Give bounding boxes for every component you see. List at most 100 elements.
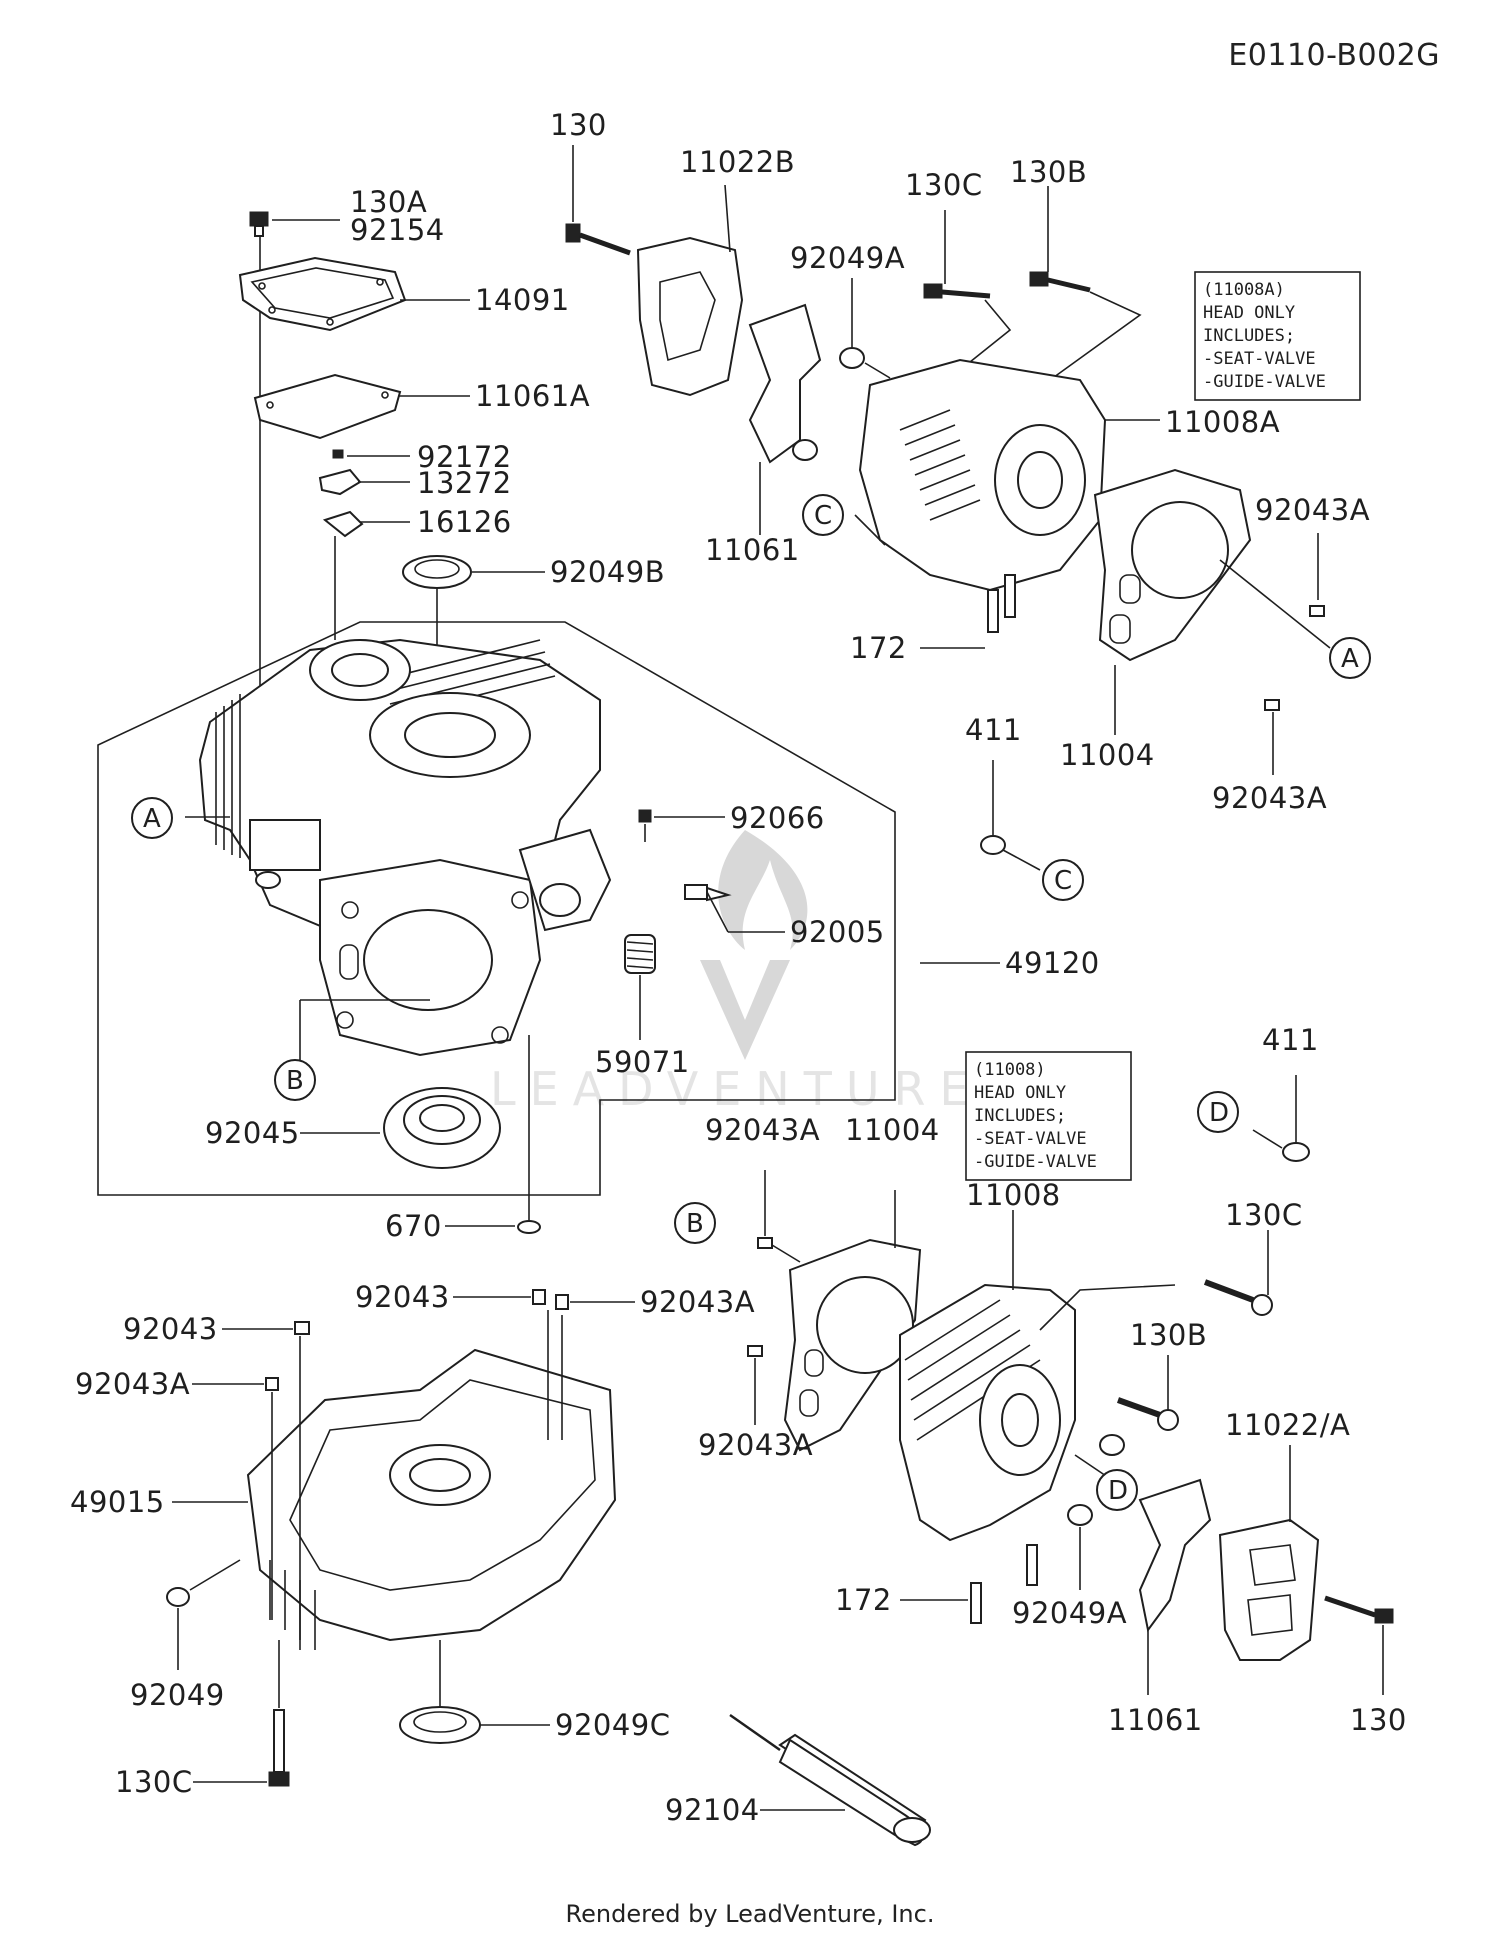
label-92049a-bot: 92049A	[1012, 1596, 1127, 1630]
label-92043-1: 92043	[355, 1280, 450, 1314]
label-16126: 16126	[417, 505, 512, 539]
label-130c-mid: 130C	[1225, 1198, 1303, 1232]
label-14091: 14091	[475, 283, 570, 317]
cylinder-head-11008a-group	[565, 145, 1361, 871]
callout-d-bot: D	[1096, 1469, 1138, 1511]
bolt-130a-icon	[249, 211, 269, 237]
label-92172: 92172	[417, 440, 512, 474]
label-92043a-r2: 92043A	[1212, 781, 1327, 815]
svg-text:(11008A): (11008A)	[1203, 280, 1285, 300]
washer-411-top-icon	[980, 835, 1006, 855]
washer-411-mid-icon	[1282, 1142, 1310, 1162]
rocker-cover-11022a-icon	[1218, 1518, 1320, 1661]
svg-text:-SEAT-VALVE: -SEAT-VALVE	[974, 1129, 1087, 1149]
label-130c-bot: 130C	[115, 1765, 193, 1799]
svg-text:INCLUDES;: INCLUDES;	[974, 1106, 1066, 1126]
label-92043a-m1: 92043A	[705, 1113, 820, 1147]
watermark-logo: LEADVENTURE	[490, 830, 983, 1116]
label-92049c: 92049C	[555, 1708, 671, 1742]
gasket-11061a-icon	[253, 373, 402, 440]
svg-text:B: B	[286, 1066, 304, 1096]
label-130-bot: 130	[1350, 1703, 1407, 1737]
plate-16126-icon	[322, 510, 364, 538]
label-670: 670	[385, 1209, 442, 1243]
callout-a-right: A	[1329, 637, 1371, 679]
breather-cover-group	[238, 211, 545, 720]
label-92043a-m4: 92043A	[698, 1428, 813, 1462]
label-11061-top: 11061	[705, 533, 800, 567]
svg-text:HEAD ONLY: HEAD ONLY	[974, 1083, 1066, 1103]
gasket-11061-top-icon	[748, 303, 822, 464]
bolt-130b-bot-icon	[1116, 1397, 1179, 1431]
label-130a: 130A	[350, 185, 427, 219]
callout-d-top: D	[1197, 1091, 1239, 1133]
callout-b-left: B	[274, 1059, 316, 1101]
bolt-130-bot-icon	[1324, 1595, 1394, 1624]
label-11008: 11008	[966, 1178, 1061, 1212]
label-92066: 92066	[730, 801, 825, 835]
plug-92066-icon	[638, 809, 652, 823]
svg-text:C: C	[814, 501, 832, 531]
label-130-top: 130	[550, 108, 607, 142]
svg-text:INCLUDES;: INCLUDES;	[1203, 326, 1295, 346]
svg-text:-SEAT-VALVE: -SEAT-VALVE	[1203, 349, 1316, 369]
gasket-11061-bot-icon	[1138, 1478, 1212, 1633]
label-11004-top: 11004	[1060, 738, 1155, 772]
svg-text:-GUIDE-VALVE: -GUIDE-VALVE	[974, 1152, 1097, 1172]
label-92005: 92005	[790, 915, 885, 949]
plate-13272-icon	[318, 468, 362, 496]
callout-a-left: A	[131, 797, 173, 839]
label-13272: 13272	[417, 466, 512, 500]
label-11061a: 11061A	[475, 379, 590, 413]
part-labels: 130 11022B 130A 92154 14091 11061A 92172…	[70, 108, 1407, 1827]
bolt-130c-bot-icon	[268, 1709, 290, 1787]
label-49120: 49120	[1005, 946, 1100, 980]
o-ring-670-icon	[517, 1220, 541, 1234]
svg-text:D: D	[1209, 1098, 1229, 1128]
label-172-top: 172	[850, 631, 907, 665]
svg-text:-GUIDE-VALVE: -GUIDE-VALVE	[1203, 372, 1326, 392]
label-130b-top: 130B	[1010, 155, 1087, 189]
label-130b-bot: 130B	[1130, 1318, 1207, 1352]
svg-text:D: D	[1108, 1476, 1128, 1506]
label-11004-bot: 11004	[845, 1113, 940, 1147]
crankcase-small-parts	[185, 809, 1000, 1234]
oil-pan-49015-group	[166, 1289, 635, 1787]
sealant-tube-92104-group	[729, 1713, 931, 1847]
crankcase-49120-group	[97, 621, 896, 1196]
svg-text:A: A	[143, 804, 161, 834]
plug-92049-icon	[166, 1587, 190, 1607]
watermark-text: LEADVENTURE	[490, 1062, 983, 1116]
diagram-reference-code: E0110-B002G	[1228, 38, 1440, 73]
callout-c-top: C	[802, 494, 844, 536]
label-92043a-m2: 92043A	[640, 1285, 755, 1319]
svg-text:HEAD ONLY: HEAD ONLY	[1203, 303, 1295, 323]
svg-text:B: B	[686, 1209, 704, 1239]
label-172-bot: 172	[835, 1583, 892, 1617]
label-92049a-top: 92049A	[790, 241, 905, 275]
note-box-11008	[965, 1051, 1132, 1181]
label-92049: 92049	[130, 1678, 225, 1712]
svg-text:A: A	[1341, 644, 1359, 674]
cylinder-head-11008-group	[747, 1051, 1394, 1695]
label-49015: 49015	[70, 1485, 165, 1519]
spring-59071-icon	[624, 934, 656, 974]
note-11008a-text: (11008A) HEAD ONLY INCLUDES; -SEAT-VALVE…	[1203, 280, 1326, 392]
label-92043a-m3: 92043A	[75, 1367, 190, 1401]
label-11008a: 11008A	[1165, 405, 1280, 439]
circle-callouts: A A B B C C D D	[131, 494, 1371, 1511]
label-92045: 92045	[205, 1116, 300, 1150]
label-92043a-r1: 92043A	[1255, 493, 1370, 527]
label-11022a: 11022/A	[1225, 1408, 1350, 1442]
callout-c-mid: C	[1042, 859, 1084, 901]
bolt-130-top-icon	[565, 223, 631, 256]
rocker-cover-11022b-icon	[636, 236, 744, 397]
footer-credit: Rendered by LeadVenture, Inc.	[565, 1900, 935, 1928]
label-11022b: 11022B	[680, 145, 795, 179]
label-411-mid: 411	[1262, 1023, 1319, 1057]
bearing-92045-icon	[383, 1087, 501, 1169]
label-59071: 59071	[595, 1045, 690, 1079]
note-11008-text: (11008) HEAD ONLY INCLUDES; -SEAT-VALVE …	[974, 1060, 1097, 1172]
bolt-130c-top-icon	[923, 283, 991, 299]
